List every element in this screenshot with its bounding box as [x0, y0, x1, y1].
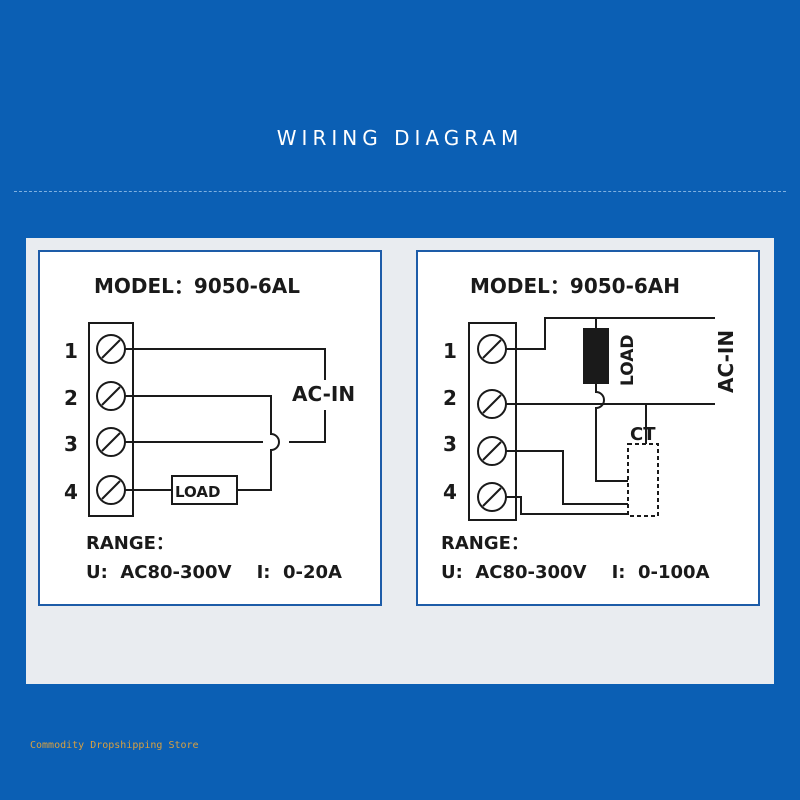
load-box: [171, 475, 238, 505]
terminal-number-2: 2: [64, 386, 78, 410]
page-title: WIRING DIAGRAM: [276, 126, 524, 150]
screw-terminal-3-icon: [477, 436, 507, 466]
store-watermark: Commodity Dropshipping Store: [30, 740, 199, 751]
terminal-number-3: 3: [443, 432, 457, 456]
wires: [125, 348, 326, 491]
load-label: LOAD: [175, 483, 220, 501]
current-transformer: [627, 443, 659, 517]
screw-terminal-1-icon: [477, 334, 507, 364]
ac-in-label: AC-IN: [714, 330, 738, 393]
range-values: U: AC80-300V I: 0-100A: [441, 562, 710, 583]
model-label: MODEL：9050-6AH: [470, 274, 680, 298]
screw-terminal-4-icon: [477, 482, 507, 512]
load-label: LOAD: [618, 335, 638, 387]
terminal-number-3: 3: [64, 432, 78, 456]
screw-terminal-2-icon: [477, 389, 507, 419]
range-title: RANGE：: [86, 533, 174, 554]
terminal-number-4: 4: [64, 480, 78, 504]
ac-in-label: AC-IN: [292, 382, 355, 406]
range-values: U: AC80-300V I: 0-20A: [86, 562, 342, 583]
title-divider: [14, 191, 786, 192]
terminal-number-1: 1: [443, 339, 457, 363]
load-resistor-icon: [583, 328, 609, 384]
terminal-number-2: 2: [443, 386, 457, 410]
wires: [505, 317, 715, 515]
model-label: MODEL：9050-6AL: [94, 274, 300, 298]
range-title: RANGE：: [441, 533, 529, 554]
ct-label: CT: [630, 424, 656, 445]
terminal-number-4: 4: [443, 480, 457, 504]
terminal-number-1: 1: [64, 339, 78, 363]
